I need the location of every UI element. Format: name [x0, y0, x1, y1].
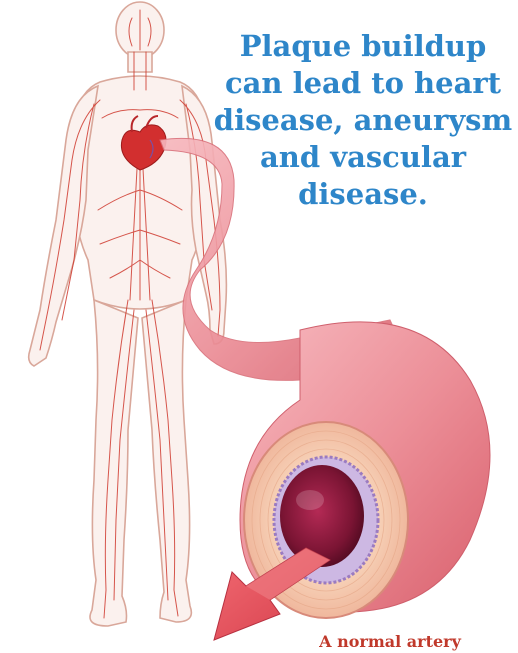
headline-line: Plaque buildup — [208, 28, 518, 65]
headline-line: and vascular — [208, 139, 518, 176]
headline-line: disease, aneurysm — [208, 102, 518, 139]
headline-line: disease. — [208, 176, 518, 213]
artery-caption: A normal artery — [290, 631, 490, 653]
headline: Plaque buildup can lead to heart disease… — [208, 28, 518, 213]
headline-line: can lead to heart — [208, 65, 518, 102]
leg-left — [90, 300, 138, 626]
artery-lumen — [280, 465, 364, 567]
human-body-figure — [29, 2, 227, 626]
neck — [128, 52, 152, 72]
